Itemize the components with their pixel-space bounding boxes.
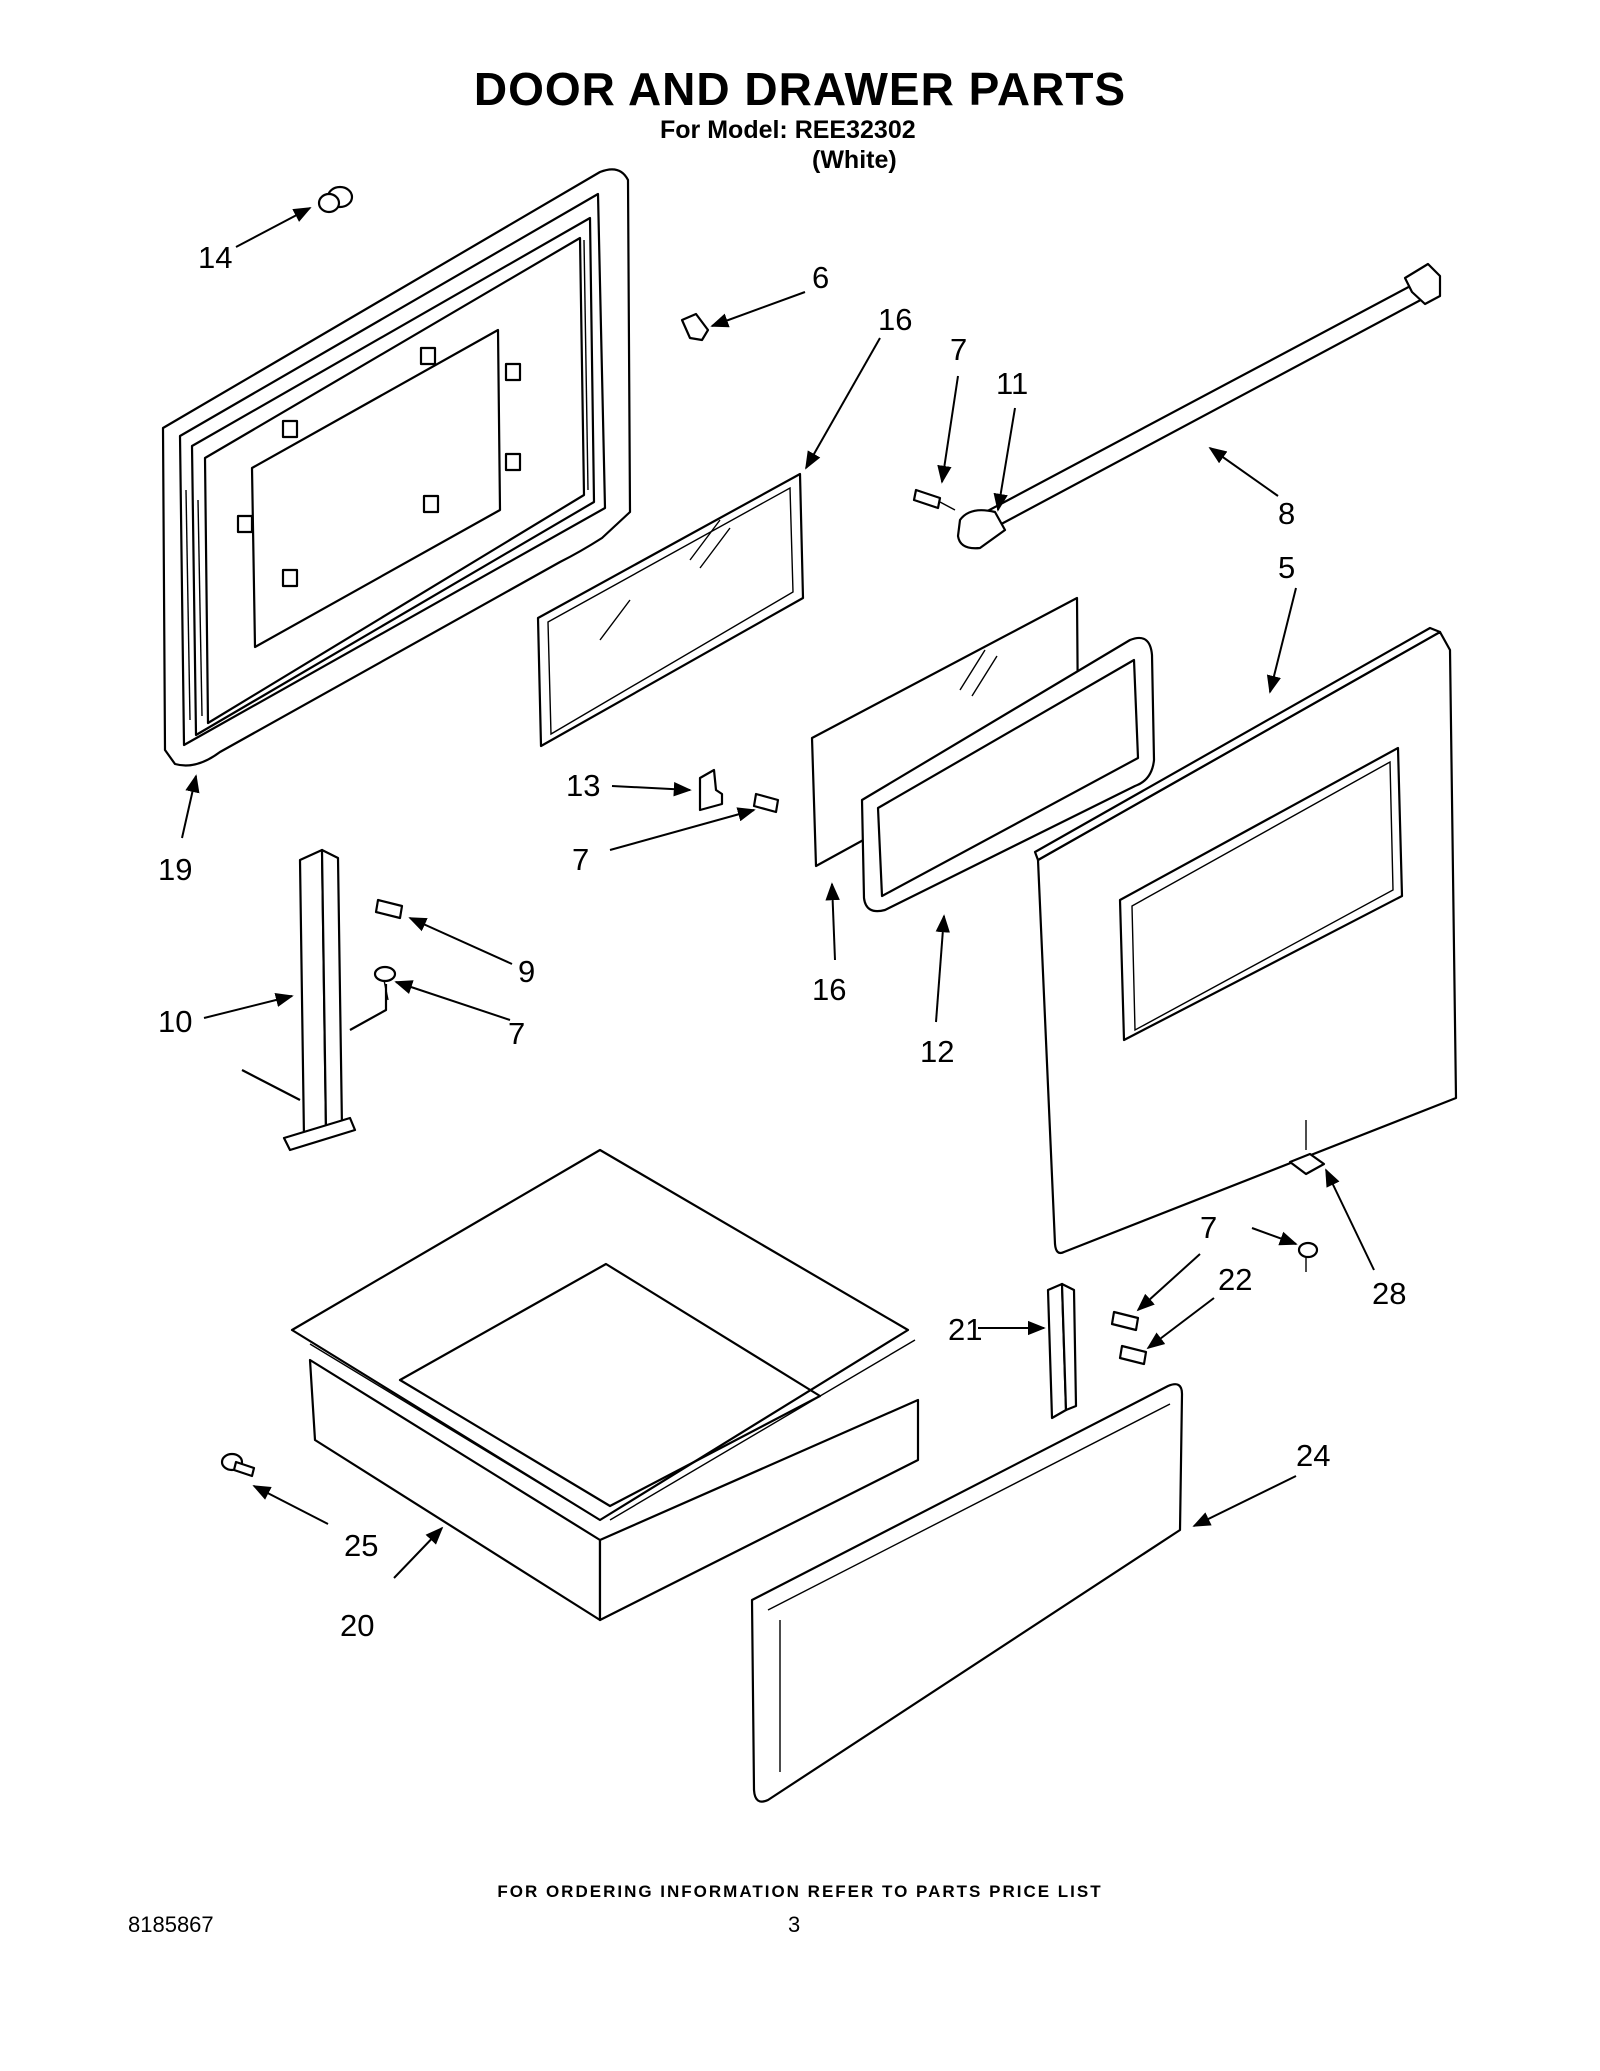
callout-28: 28 (1372, 1276, 1406, 1311)
glass-bracket (698, 768, 780, 814)
door-glass-upper (536, 472, 805, 748)
bracket-screw-7 (1110, 1310, 1140, 1332)
screw-7-handle (912, 488, 956, 511)
color-line: (White) (812, 146, 897, 174)
model-line: For Model: REE32302 (660, 116, 916, 144)
door-clip-28 (1288, 1120, 1326, 1176)
outer-door-panel (1033, 626, 1458, 1255)
inner-door-panel (161, 168, 632, 767)
document-number: 8185867 (128, 1912, 214, 1937)
callout-9: 9 (518, 954, 535, 989)
leader-lines (181, 207, 1375, 1579)
callout-13: 13 (566, 768, 600, 803)
callout-24: 24 (1296, 1438, 1330, 1473)
page-title: DOOR AND DRAWER PARTS (473, 63, 1127, 115)
door-handle (956, 262, 1442, 550)
callout-20: 20 (340, 1608, 374, 1643)
door-hinge (241, 848, 388, 1152)
storage-drawer (290, 1148, 920, 1622)
callout-12: 12 (920, 1034, 954, 1069)
callout-5: 5 (1278, 550, 1295, 585)
callout-8: 8 (1278, 496, 1295, 531)
callout-21: 21 (948, 1312, 982, 1347)
callout-14: 14 (198, 240, 232, 275)
door-screw-7 (1297, 1241, 1319, 1272)
drawer-front-panel (750, 1383, 1184, 1803)
drawer-screw (220, 1452, 256, 1478)
door-glass-gasket (860, 636, 1156, 913)
page-number: 3 (788, 1912, 801, 1937)
callout-6: 6 (812, 260, 829, 295)
callout-22: 22 (1218, 1262, 1252, 1297)
callout-7-handle: 7 (950, 332, 967, 367)
callout-11: 11 (996, 366, 1028, 401)
callout-25: 25 (344, 1528, 378, 1563)
callout-7-door: 7 (1200, 1210, 1217, 1245)
hinge-screw-9 (374, 898, 404, 920)
drawer-bracket (1046, 1282, 1078, 1420)
callout-10: 10 (158, 1004, 192, 1039)
callout-19: 19 (158, 852, 192, 887)
bracket-screw-22 (1118, 1344, 1148, 1366)
door-bumper (317, 185, 354, 214)
callout-16-upper: 16 (878, 302, 912, 337)
callout-16-lower: 16 (812, 972, 846, 1007)
callout-7-hinge: 7 (508, 1016, 525, 1051)
door-clip (680, 312, 710, 342)
callout-7-glass: 7 (572, 842, 589, 877)
ordering-note: FOR ORDERING INFORMATION REFER TO PARTS … (497, 1882, 1103, 1901)
hinge-screw-7 (373, 965, 397, 1001)
